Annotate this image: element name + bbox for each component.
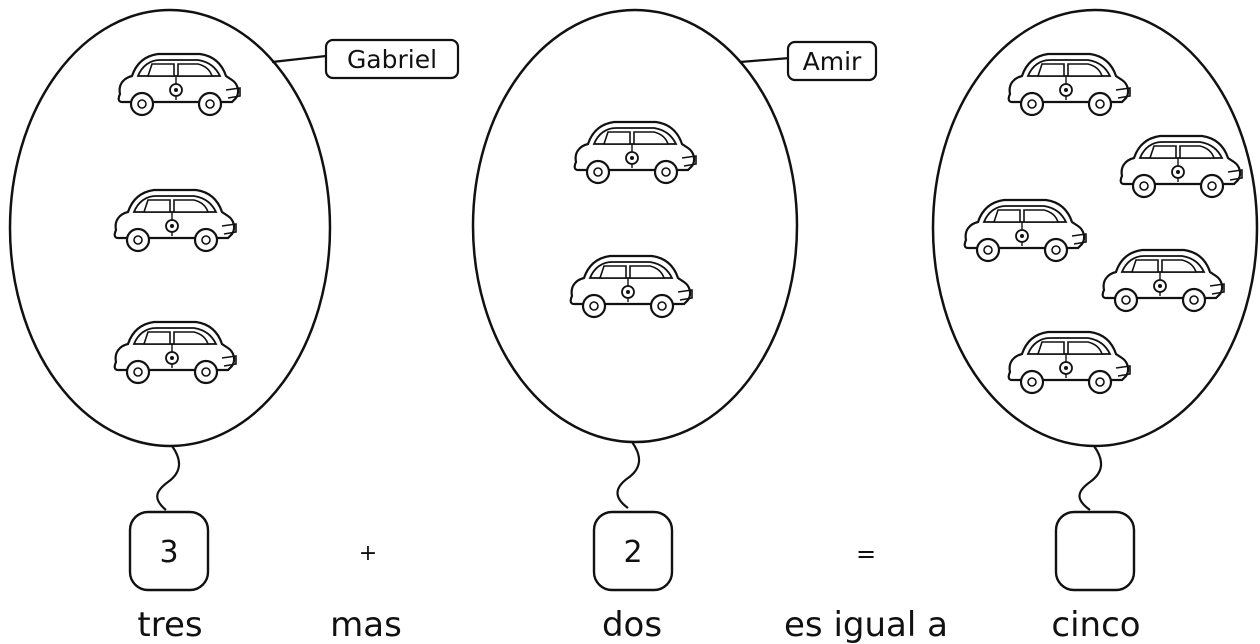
label-connector-gabriel <box>271 54 327 64</box>
number-value-gabriel: 3 <box>159 535 178 570</box>
name-tag-amir <box>786 40 878 82</box>
set-circle-gabriel <box>8 8 332 448</box>
group-total: cinco <box>931 8 1259 644</box>
number-box-amir <box>592 510 674 592</box>
car-icon <box>1101 248 1226 313</box>
plus-word: mas <box>330 605 402 644</box>
car-icon <box>113 320 238 385</box>
car-icon <box>1119 134 1244 199</box>
number-word-tres: tres <box>137 605 202 644</box>
group-amir: Amir 2 dos <box>471 8 878 644</box>
car-icon <box>963 198 1088 263</box>
answer-box-empty[interactable] <box>1054 510 1136 592</box>
name-label-amir: Amir <box>803 47 862 76</box>
car-icon <box>117 52 242 117</box>
number-word-dos: dos <box>602 605 662 644</box>
group-gabriel: Gabriel 3 tres <box>8 8 460 644</box>
name-label-gabriel: Gabriel <box>347 45 437 74</box>
number-word-cinco: cinco <box>1051 605 1140 644</box>
car-icon <box>113 188 238 253</box>
label-connector-amir <box>739 56 791 64</box>
name-tag-gabriel <box>324 38 460 80</box>
plus-symbol: + <box>359 541 377 566</box>
car-icon <box>573 120 698 185</box>
equals-word: es igual a <box>784 605 948 644</box>
equals-symbol: = <box>856 540 876 568</box>
squiggle-connector-total <box>1078 445 1103 511</box>
squiggle-connector-amir <box>616 441 641 509</box>
car-icon <box>1007 52 1132 117</box>
set-circle-amir <box>471 8 799 444</box>
number-value-amir: 2 <box>623 535 642 570</box>
number-box-gabriel <box>128 510 210 592</box>
car-icon <box>569 254 694 319</box>
squiggle-connector-gabriel <box>156 445 181 511</box>
car-icon <box>1007 330 1132 395</box>
